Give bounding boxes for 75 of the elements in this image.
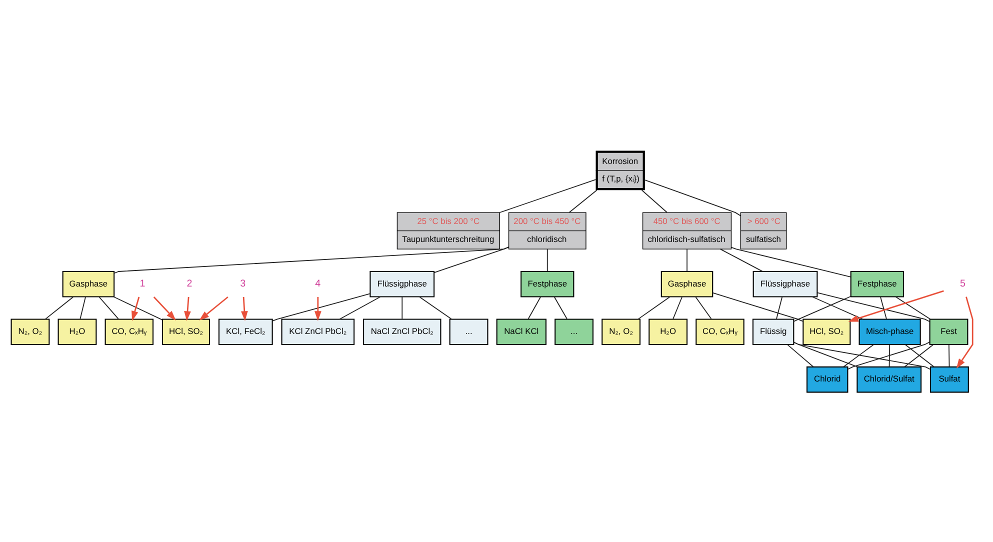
node-text: 5 bbox=[960, 278, 966, 290]
connector bbox=[672, 296, 682, 319]
node-box: Chlorid bbox=[806, 366, 848, 392]
node-box: N₂, O₂ bbox=[602, 318, 641, 344]
arrow bbox=[240, 296, 248, 321]
connector bbox=[793, 295, 852, 322]
node-box: Flüssigphase bbox=[752, 270, 818, 297]
connector bbox=[847, 341, 930, 370]
node-box: Festphase bbox=[850, 270, 904, 297]
connector bbox=[812, 296, 864, 320]
connector bbox=[528, 296, 541, 319]
node-text: 3 bbox=[240, 278, 246, 290]
node-box: Gasphase bbox=[660, 270, 714, 297]
arrow bbox=[153, 296, 176, 320]
connector bbox=[720, 248, 763, 272]
connector bbox=[686, 248, 688, 272]
node-text: 1 bbox=[140, 278, 146, 290]
arrow bbox=[848, 290, 944, 322]
node-box: H₂O bbox=[58, 318, 97, 344]
connector bbox=[644, 179, 742, 216]
connector bbox=[816, 292, 930, 322]
node-box: Flüssig bbox=[752, 318, 794, 344]
connector bbox=[948, 344, 950, 367]
node-text: 2 bbox=[186, 278, 192, 290]
connector bbox=[113, 296, 163, 320]
connector bbox=[895, 296, 931, 320]
connector bbox=[793, 341, 931, 370]
node-box: Festphase bbox=[520, 270, 574, 297]
node-box: Fest bbox=[929, 318, 968, 344]
connector bbox=[434, 246, 509, 272]
node-box: KCl ZnCl PbCl₂ bbox=[281, 318, 355, 344]
node-box: ... bbox=[449, 318, 488, 344]
connector bbox=[730, 246, 852, 277]
node-box: Misch-phase bbox=[858, 318, 921, 344]
node-box: HCl, SO₂ bbox=[162, 318, 210, 344]
connector bbox=[638, 296, 670, 320]
node-box: CO, CₓHᵧ bbox=[104, 318, 154, 344]
node-box: NaCl KCl bbox=[496, 318, 546, 344]
arrow bbox=[199, 296, 228, 320]
node-box: ... bbox=[554, 318, 594, 344]
node-box: Chlorid/Sulfat bbox=[856, 366, 922, 392]
node-box: KCl, FeCl₂ bbox=[218, 318, 273, 344]
connector bbox=[419, 296, 452, 320]
node-box: Sulfat bbox=[930, 366, 969, 392]
arrow bbox=[132, 296, 140, 320]
node-text: 4 bbox=[315, 278, 321, 290]
connector bbox=[402, 296, 403, 319]
connector bbox=[44, 296, 74, 320]
node-box: Flüssigphase bbox=[370, 270, 435, 297]
node-box: HCl, SO₂ bbox=[802, 318, 851, 344]
connector bbox=[641, 189, 668, 212]
connector bbox=[843, 344, 874, 367]
arrow bbox=[314, 296, 322, 321]
connector bbox=[888, 344, 890, 367]
node-box: CO, CₓHᵧ bbox=[696, 318, 744, 344]
connector bbox=[80, 296, 86, 319]
connector bbox=[695, 296, 712, 319]
connector bbox=[880, 296, 887, 319]
node-box: NaCl ZnCl PbCl₂ bbox=[363, 318, 442, 344]
connector bbox=[554, 296, 568, 319]
node-box: H₂O bbox=[648, 318, 688, 344]
node-box: N₂, O₂ bbox=[10, 318, 50, 344]
arrow bbox=[184, 296, 191, 321]
connector bbox=[114, 246, 509, 274]
connector bbox=[98, 296, 119, 319]
arrow bbox=[956, 296, 974, 368]
connector bbox=[712, 292, 804, 322]
connector bbox=[499, 178, 596, 212]
connector bbox=[776, 296, 783, 319]
connector bbox=[339, 296, 381, 320]
connector bbox=[787, 344, 814, 367]
connector bbox=[568, 189, 598, 212]
connector bbox=[272, 292, 370, 321]
connector bbox=[546, 248, 548, 272]
node-box: Gasphase bbox=[62, 270, 115, 297]
